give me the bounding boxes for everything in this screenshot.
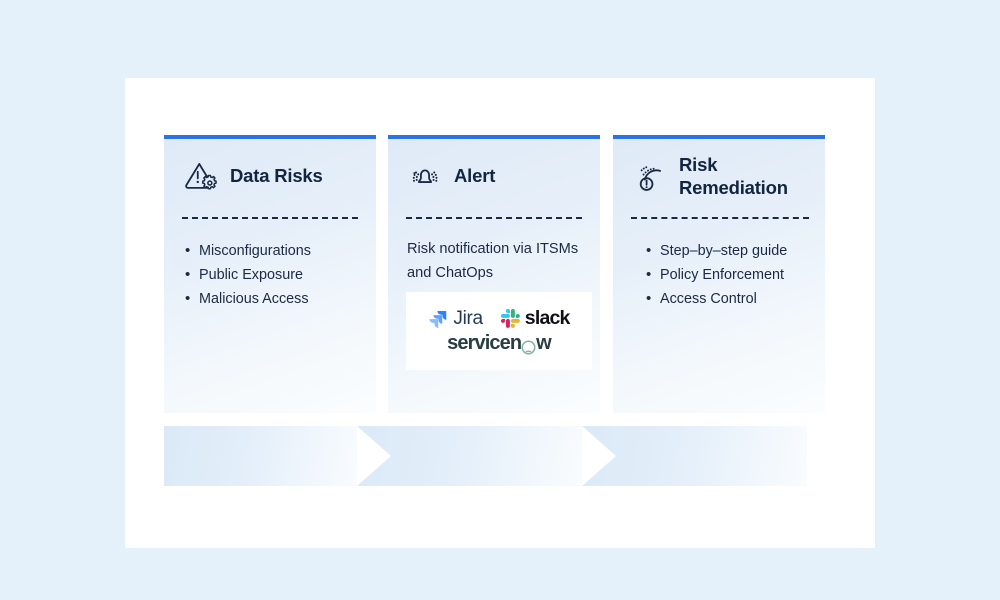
card-body-text: Risk notification via ITSMs and ChatOps [407,241,579,281]
card-title: Data Risks [230,164,323,186]
cards-row: Data Risks Misconfigurations Public Expo… [164,135,837,413]
list-item: Malicious Access [185,287,368,311]
card-data-risks[interactable]: Data Risks Misconfigurations Public Expo… [164,135,376,413]
card-accent-bar [613,135,825,139]
jira-label: Jira [453,307,483,329]
card-header: Alert [406,154,590,198]
content-panel: Data Risks Misconfigurations Public Expo… [125,78,875,548]
flow-segment-3 [582,426,807,486]
list-item: Step–by–step guide [646,239,817,263]
list-item: Misconfigurations [185,239,368,263]
servicenow-label-before: servicen [447,332,522,354]
dashed-divider [406,217,582,219]
integration-logos: Jira [406,292,592,370]
servicenow-label-after: w [536,332,552,354]
bell-ringing-icon [406,157,444,195]
warning-triangle-gear-icon [182,157,220,195]
flow-segment-2 [357,426,582,486]
slack-icon [500,309,520,328]
list-item: Access Control [646,287,817,311]
bullet-list: Step–by–step guide Policy Enforcement Ac… [646,239,817,311]
servicenow-o-icon [521,338,536,355]
servicenow-logo: servicen w [447,332,552,355]
card-title: Alert [454,164,496,186]
card-accent-bar [388,135,600,139]
card-title: Risk Remediation [679,154,788,198]
logo-row-top: Jira [428,307,571,330]
flow-segment-1 [164,426,357,486]
jira-logo: Jira [428,307,483,330]
slack-label: slack [524,307,571,329]
slack-logo: slack [500,307,571,330]
card-header: Data Risks [182,154,366,198]
list-item: Policy Enforcement [646,263,817,287]
list-item: Public Exposure [185,263,368,287]
dashed-divider [631,217,809,219]
process-flow-band [164,426,837,486]
card-alert[interactable]: Alert Risk notification via ITSMs and Ch… [388,135,600,413]
bullet-list: Misconfigurations Public Exposure Malici… [185,239,368,311]
card-risk-remediation[interactable]: Risk Remediation Step–by–step guide Poli… [613,135,825,413]
signal-alert-icon [631,158,669,196]
dashed-divider [182,217,358,219]
jira-icon [429,310,447,328]
card-header: Risk Remediation [631,154,815,199]
card-accent-bar [164,135,376,139]
